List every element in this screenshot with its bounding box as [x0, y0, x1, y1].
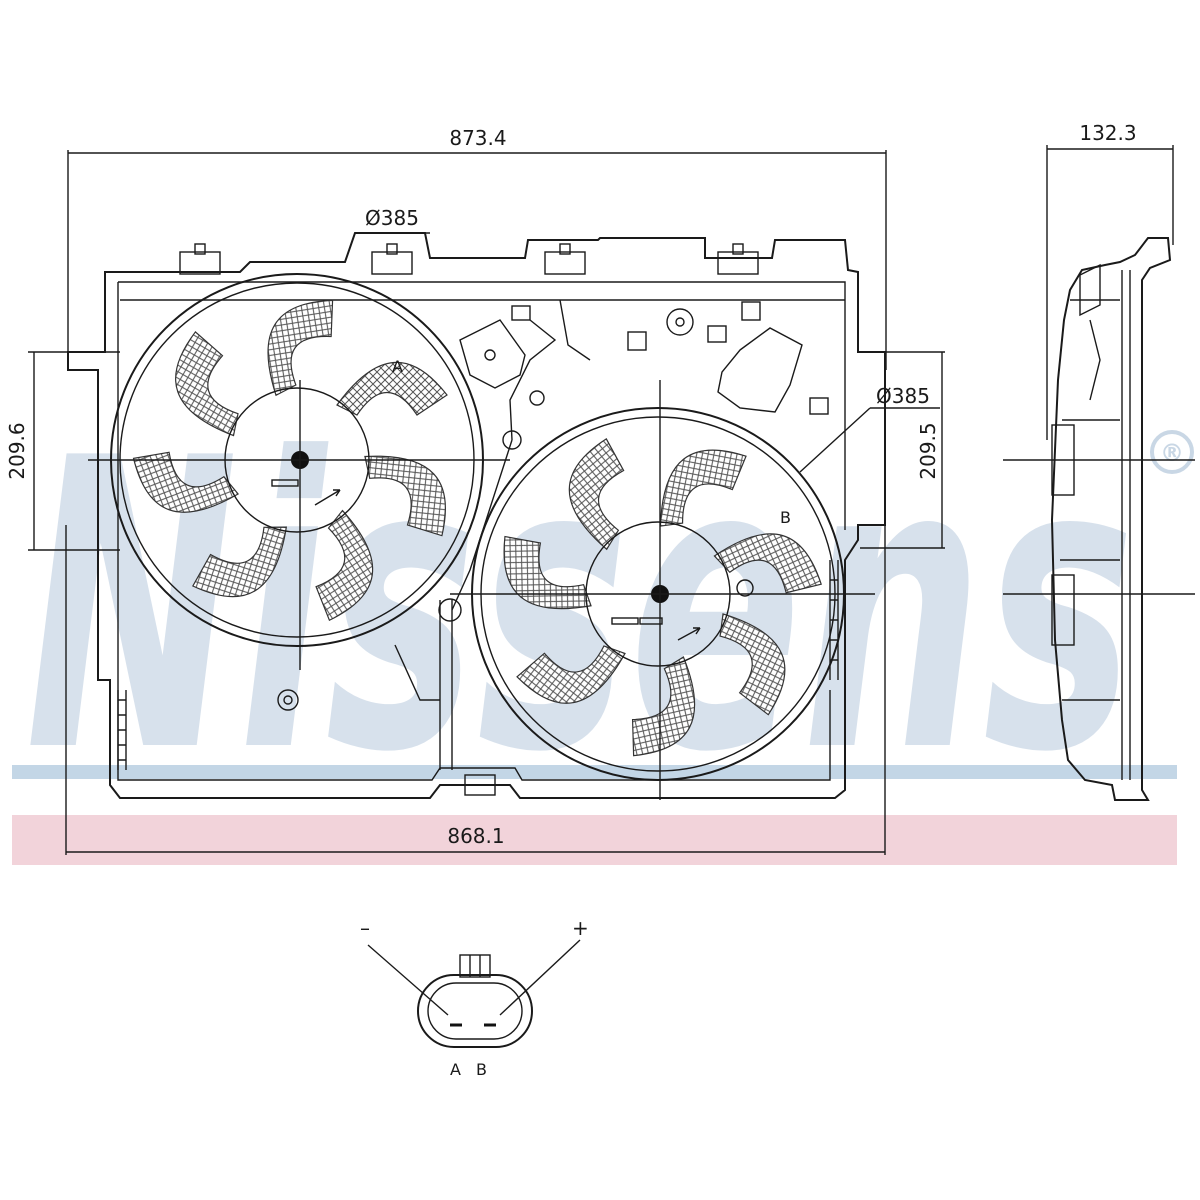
fan-b-blades: [503, 438, 822, 757]
dimension-overall-width-top: 873.4: [67, 126, 887, 370]
connector-body-outer: [417, 974, 533, 1048]
shroud-center-strut: [439, 600, 453, 770]
dimension-label-209-6: 209.6: [5, 422, 29, 479]
fan-a-blades: [132, 299, 448, 622]
fan-b-diameter-label: Ø385: [876, 384, 930, 408]
dimension-depth: 132.3: [1046, 121, 1174, 440]
registered-mark: ®: [1160, 439, 1184, 467]
connector-housing: [717, 327, 803, 413]
left-side-rail: [117, 690, 127, 770]
shroud-outline: [67, 232, 886, 799]
wiring-harness: [451, 299, 591, 611]
resistor-block: [459, 319, 526, 389]
shroud-inner: [117, 281, 846, 781]
fan-b-rotation-arrow: [677, 627, 701, 641]
fan-a-rotation-arrow: [314, 489, 341, 506]
fan-a-label: A: [392, 357, 403, 376]
watermark-stripe-pink: [12, 815, 1177, 865]
shroud-bottom-tab: [464, 774, 496, 796]
fan-shroud: [67, 232, 886, 799]
sensor-round: [666, 308, 694, 336]
connector-minus-label: –: [360, 916, 370, 940]
control-module: [394, 299, 829, 701]
connector-pin-a-label: A: [450, 1060, 461, 1079]
registered-mark-circle: [1150, 430, 1194, 474]
fan-a-lower-boss: [277, 689, 299, 711]
side-view: [1003, 237, 1195, 801]
dimension-right-vertical: 209.5: [860, 351, 945, 549]
connector-latch: [459, 954, 491, 978]
fan-a-diameter-callout: Ø385: [355, 206, 430, 234]
connector-pin-b-label: B: [476, 1060, 487, 1079]
connector-body-inner: [427, 982, 523, 1040]
fan-a: A: [88, 273, 510, 711]
fan-a-diameter-label: Ø385: [365, 206, 419, 230]
connector-diagram: – + A B: [360, 916, 589, 1079]
dimension-label-132: 132.3: [1079, 121, 1136, 145]
mounting-tabs: [179, 243, 759, 275]
fan-b-label: B: [780, 508, 791, 527]
dimension-label-209-5: 209.5: [916, 422, 940, 479]
fan-b: B: [450, 380, 875, 800]
watermark-stripe-blue: [12, 765, 1177, 779]
dimension-overall-width-bottom: 868.1: [65, 525, 886, 855]
dimension-label-868: 868.1: [447, 824, 504, 848]
fan-b-diameter-callout: Ø385: [799, 384, 940, 473]
dimension-label-873: 873.4: [449, 126, 506, 150]
connector-plus-label: +: [572, 916, 589, 940]
